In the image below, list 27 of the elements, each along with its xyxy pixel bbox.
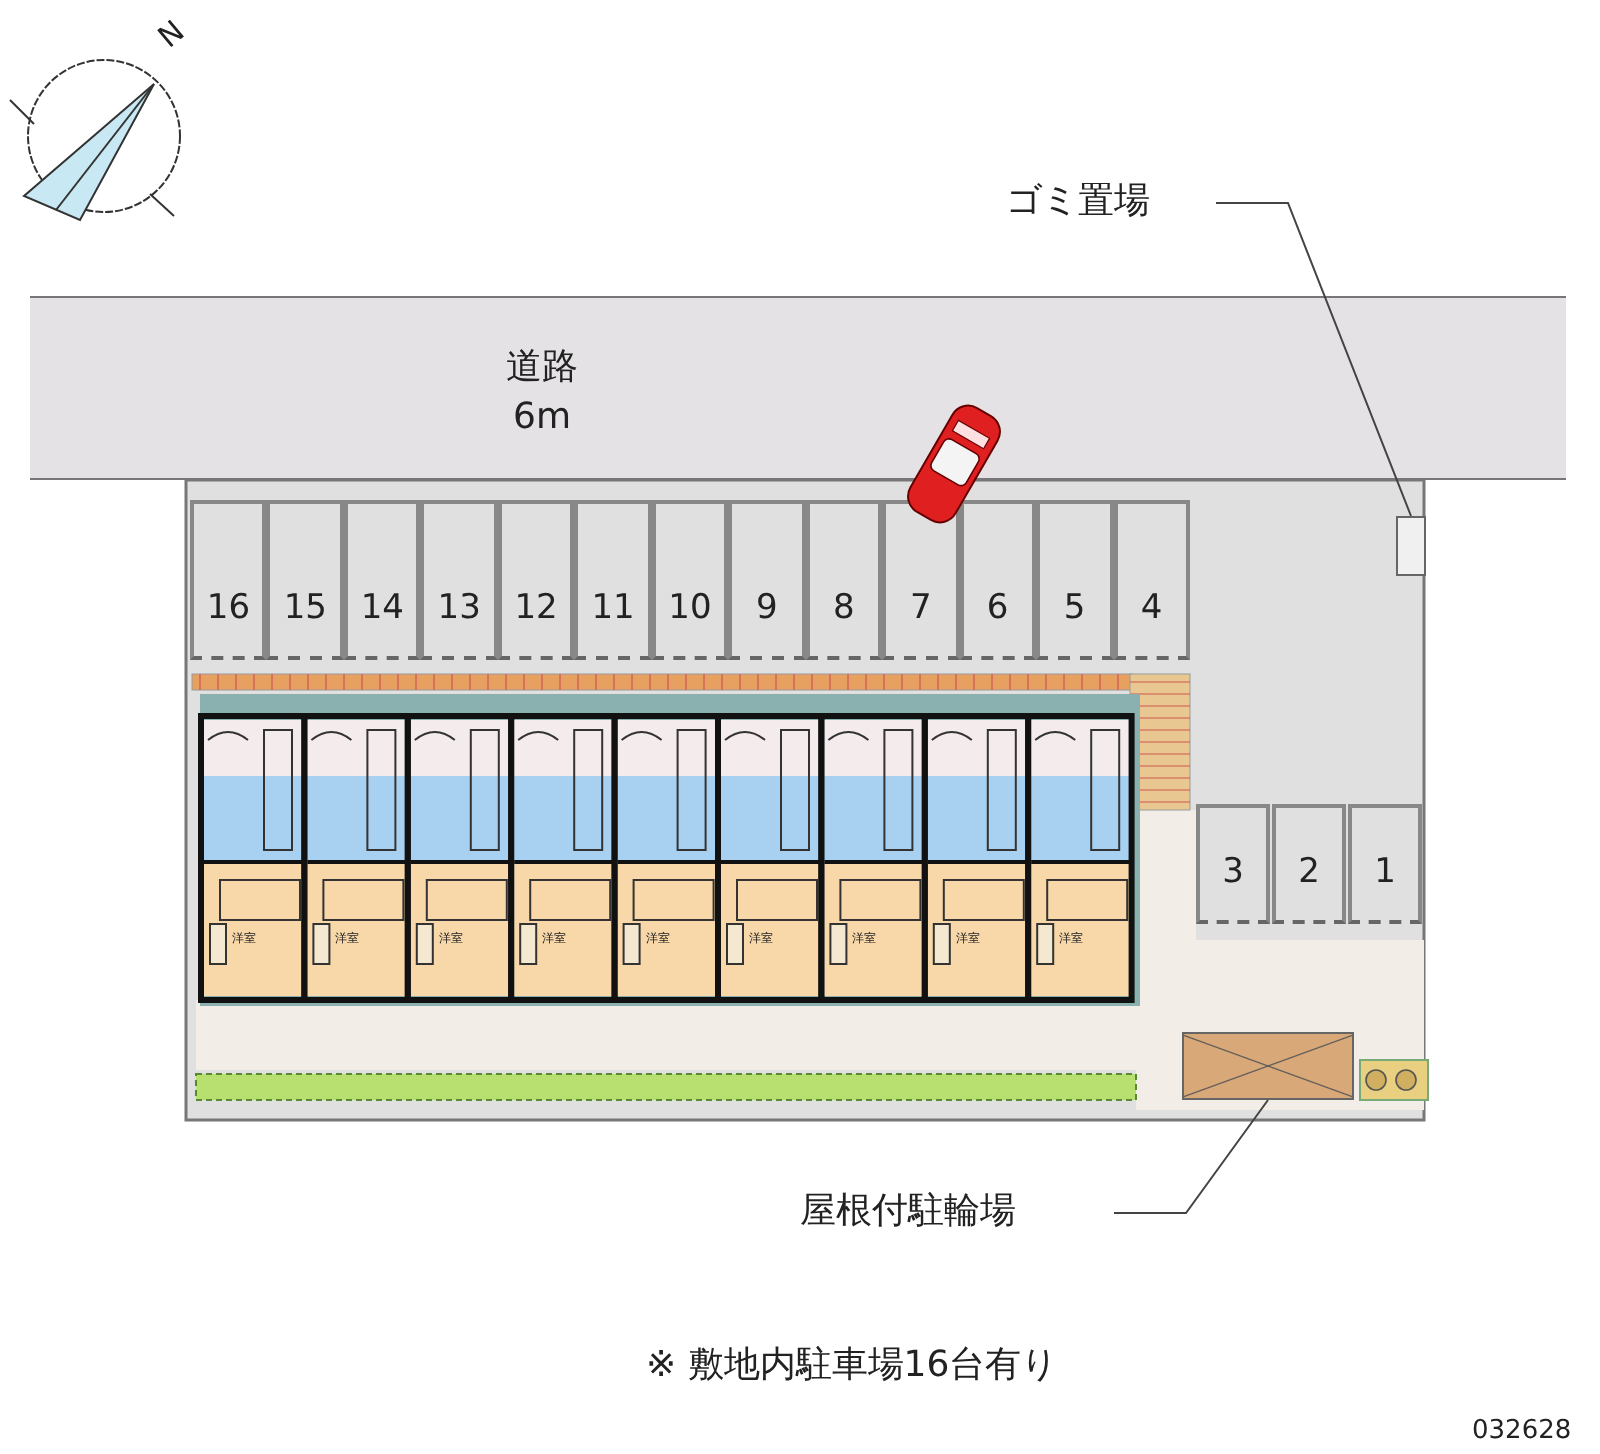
north-label: N <box>151 13 192 55</box>
reference-number: 032628 <box>1472 1416 1572 1446</box>
callout-label: ゴミ置場 <box>1006 176 1214 228</box>
parking-space: 1 <box>1348 804 1422 924</box>
parking-space: 11 <box>574 500 652 660</box>
parking-space: 16 <box>190 500 267 660</box>
parking-space: 7 <box>882 500 960 660</box>
road-label: 道路 6m <box>504 344 580 442</box>
parking-space: 13 <box>420 500 498 660</box>
bicycle-shelter <box>1182 1032 1354 1100</box>
parking-space: 8 <box>805 500 883 660</box>
parking-space: 9 <box>728 500 806 660</box>
garbage-shed <box>1396 516 1426 576</box>
parking-space: 10 <box>651 500 729 660</box>
parking-space: 12 <box>497 500 575 660</box>
parking-space: 4 <box>1113 500 1190 660</box>
callout-label: 屋根付駐輪場 <box>800 1186 1112 1238</box>
parking-space: 14 <box>343 500 421 660</box>
leader-line <box>1113 1099 1269 1214</box>
parking-space: 15 <box>266 500 344 660</box>
parking-space: 6 <box>959 500 1037 660</box>
leader-line <box>1215 202 1412 517</box>
parking-space: 5 <box>1036 500 1113 660</box>
parking-space: 3 <box>1196 804 1270 924</box>
parking-space: 2 <box>1272 804 1346 924</box>
note-text: ※ 敷地内駐車場16台有り <box>646 1342 1058 1388</box>
road <box>30 296 1566 480</box>
